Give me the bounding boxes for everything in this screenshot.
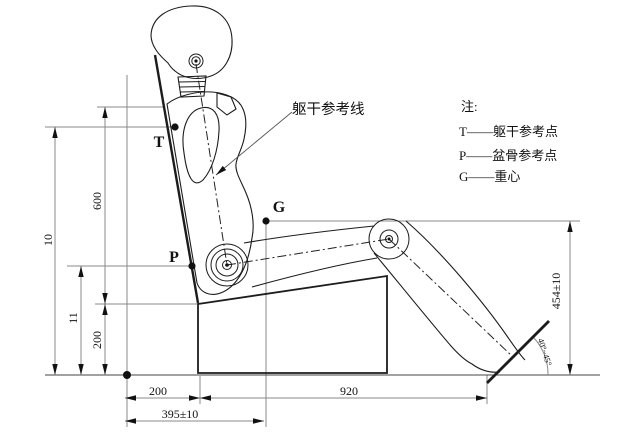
legend-entry-p: P——盆骨参考点 [459,148,557,163]
head-marker-dot [194,59,198,63]
dim-text-foot-angle: 40°~45° [536,337,554,367]
thigh-bottom-edge [251,257,378,288]
dim-text-395: 395±10 [162,407,199,421]
p-point-label: P [169,249,179,266]
extension-lines [45,75,580,427]
dummy-neck [177,75,207,98]
t-point-dot [171,123,179,131]
hip-joint-outer [205,243,249,287]
seat-backrest-line [153,54,200,304]
g-point-dot [262,217,270,225]
dim-text-600: 600 [90,192,104,210]
dummy-head [150,5,233,80]
p-point-dot [188,262,196,270]
hip-joint-ring2 [215,253,239,277]
calf-front-edge [373,252,501,373]
dim-text-200-left: 200 [90,331,104,349]
dim-text-920: 920 [340,384,358,398]
head-marker-outer [188,53,204,69]
knee-joint-outer [368,218,410,260]
heel-point-dot [123,371,131,379]
dummy-arm-contour [182,106,220,184]
dummy-figure [150,5,526,373]
reference-points [123,123,270,379]
dim-text-torso-height: 10 [41,234,55,246]
knee-joint-dot [387,237,391,241]
foot-angle-arc [532,336,549,376]
hip-joint-dot [225,263,229,267]
hip-joint-ring1 [210,248,244,282]
calf-back-edge [405,220,526,361]
dummy-joints [188,53,410,287]
g-point-label: G [273,199,286,216]
shoulder-bracket [216,92,237,116]
thigh-centerline [226,238,390,266]
seat-cushion-box [197,274,388,374]
dummy-centerlines [195,63,514,358]
knee-joint-ring [379,229,399,249]
dim-text-200-bottom: 200 [149,384,167,398]
dim-text-454: 454±10 [549,273,563,310]
torso-reference-label: 躯干参考线 [292,101,365,118]
diagram-texts: T P G 躯干参考线 10 11 600 200 454±10 200 920… [41,99,563,421]
hip-joint-inner [222,260,232,270]
head-marker-inner [191,56,201,66]
legend-header: 注: [461,99,478,114]
dimension-lines [52,107,573,424]
t-point-label: T [154,134,165,151]
lower-leg-centerline [388,238,514,358]
thigh-top-edge [243,225,375,244]
neck-segments [178,81,206,93]
dim-text-pelvis-height: 11 [66,312,80,324]
torso-label-leader-line [215,111,293,176]
legend-entry-g: G——重心 [459,169,520,184]
legend-entry-t: T——躯干参考点 [459,124,558,139]
knee-joint-inner [385,235,393,243]
